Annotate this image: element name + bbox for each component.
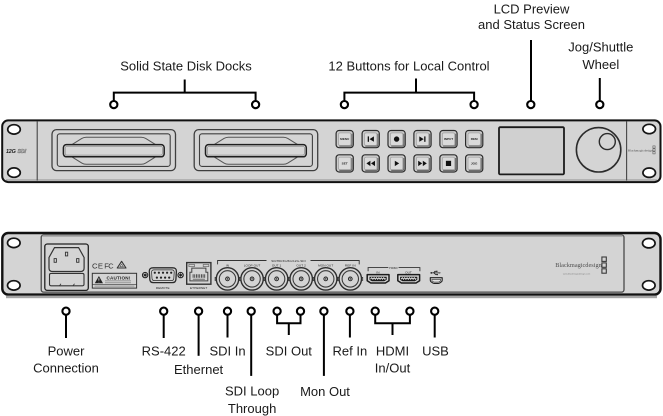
svg-text:Blackmagicdesign: Blackmagicdesign (555, 262, 602, 269)
svg-text:MON OUT: MON OUT (318, 264, 333, 268)
svg-text:Power: Power (48, 343, 86, 358)
svg-text:OUT 2: OUT 2 (296, 264, 306, 268)
svg-text:Wheel: Wheel (582, 57, 619, 72)
svg-text:REF IN: REF IN (345, 264, 356, 268)
svg-text:RS-422: RS-422 (142, 343, 186, 358)
svg-text:SDI In: SDI In (209, 343, 245, 358)
svg-text:Connection: Connection (33, 361, 99, 376)
svg-text:12 Buttons for Local Control: 12 Buttons for Local Control (328, 59, 489, 74)
svg-text:LCD Preview: LCD Preview (494, 1, 570, 16)
svg-text:SDI Loop: SDI Loop (225, 384, 279, 399)
svg-text:Jog/Shuttle: Jog/Shuttle (568, 40, 633, 55)
svg-text:INPUT: INPUT (444, 137, 453, 141)
svg-text:REMOTE: REMOTE (156, 286, 170, 290)
svg-text:JOG: JOG (471, 162, 478, 166)
svg-text:OUT: OUT (405, 271, 412, 275)
svg-text:Blackmagicdesign: Blackmagicdesign (628, 149, 653, 153)
svg-text:and Status Screen: and Status Screen (478, 17, 585, 32)
svg-text:OUT 1: OUT 1 (272, 264, 282, 268)
svg-text:SDI Out: SDI Out (266, 343, 313, 358)
svg-text:CE: CE (92, 262, 103, 271)
svg-text:FC: FC (104, 262, 114, 271)
svg-text:Through: Through (228, 401, 276, 416)
svg-text:MENU: MENU (340, 137, 350, 141)
svg-text:LOOP OUT: LOOP OUT (244, 264, 261, 268)
svg-text:SD/HD/3G/6G/12G-SDI: SD/HD/3G/6G/12G-SDI (271, 259, 305, 263)
svg-text:USB: USB (422, 343, 449, 358)
svg-text:www.blackmagicdesign.com: www.blackmagicdesign.com (563, 273, 591, 275)
svg-text:IN: IN (376, 271, 379, 275)
svg-text:ETHERNET: ETHERNET (190, 286, 207, 290)
svg-text:CAUTION!: CAUTION! (106, 276, 130, 281)
svg-text:IN: IN (226, 264, 229, 268)
svg-text:12G: 12G (6, 149, 17, 155)
svg-text:HDMI: HDMI (389, 266, 397, 270)
svg-text:In/Out: In/Out (375, 361, 411, 376)
svg-text:Solid State Disk Docks: Solid State Disk Docks (120, 58, 252, 73)
svg-text:Ref In: Ref In (333, 343, 368, 358)
svg-text:Ethernet: Ethernet (174, 362, 224, 377)
svg-text:Mon Out: Mon Out (300, 384, 350, 399)
svg-text:SET: SET (342, 162, 348, 166)
svg-text:REM: REM (471, 137, 478, 141)
svg-text:HDMI: HDMI (376, 343, 409, 358)
svg-text:SDI: SDI (18, 149, 27, 155)
